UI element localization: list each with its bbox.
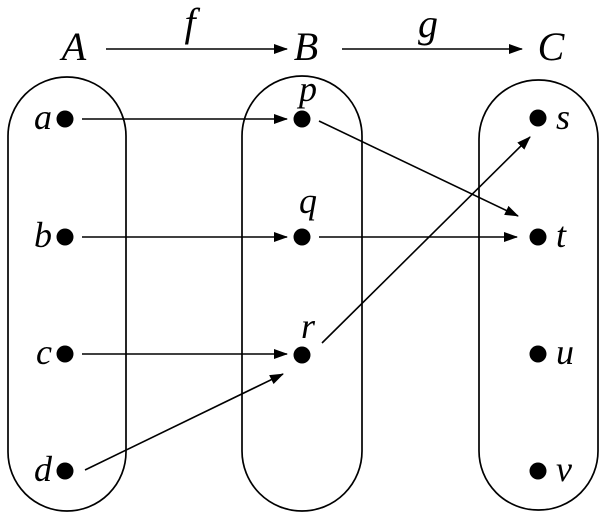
element-d-dot (56, 462, 74, 480)
set-C-oval (478, 79, 599, 511)
function-label-g: g (418, 1, 438, 46)
element-p-dot (293, 110, 311, 128)
set-B-oval (241, 75, 363, 512)
element-v-dot (529, 462, 547, 480)
map-arrow-g-p-to-t (318, 120, 519, 217)
element-a-label: a (34, 97, 52, 137)
element-q-dot (293, 228, 311, 246)
element-p-label: p (296, 69, 317, 109)
set-label-C: C (538, 24, 566, 69)
element-b-dot (56, 228, 74, 246)
map-arrow-f-d-to-r (84, 373, 284, 471)
element-t-label: t (556, 215, 567, 255)
set-label-A: A (59, 24, 87, 69)
element-q-label: q (299, 181, 317, 221)
element-c-dot (56, 345, 74, 363)
set-A-oval (7, 76, 127, 512)
element-s-dot (529, 109, 547, 127)
element-a-dot (56, 110, 74, 128)
map-arrow-g-r-to-s (321, 136, 531, 344)
set-label-B: B (294, 24, 318, 69)
element-r-label: r (301, 306, 316, 346)
function-label-f: f (184, 0, 200, 45)
element-u-label: u (556, 332, 574, 372)
element-d-label: d (34, 449, 53, 489)
element-v-label: v (556, 449, 572, 489)
element-s-label: s (556, 97, 570, 137)
element-t-dot (529, 228, 547, 246)
element-u-dot (529, 345, 547, 363)
element-r-dot (293, 346, 311, 364)
element-b-label: b (34, 215, 52, 255)
element-c-label: c (36, 332, 52, 372)
